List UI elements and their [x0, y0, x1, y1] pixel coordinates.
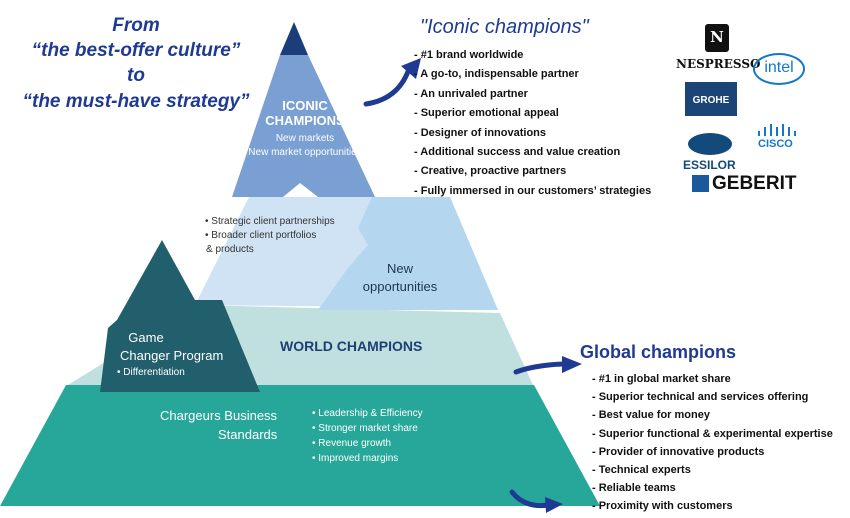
- geberit-logo: GEBERIT: [712, 173, 797, 194]
- iconic-champions-title: "Iconic champions": [420, 16, 589, 38]
- game-changer-layer: [100, 240, 260, 392]
- list-item: - Superior functional & experimental exp…: [592, 427, 833, 440]
- headline-must-have: “the must-have strategy”: [22, 91, 250, 112]
- grohe-logo-text: GROHE: [692, 95, 730, 106]
- new-opportunities-line-2: opportunities: [362, 279, 438, 294]
- nespresso-mark-letter: N: [710, 28, 724, 46]
- base-item-4: • Improved margins: [312, 453, 399, 464]
- list-item: - A go-to, indispensable partner: [414, 68, 579, 81]
- iconic-title-2: CHAMPIONS: [265, 113, 345, 128]
- list-item: - Superior emotional appeal: [414, 107, 559, 120]
- global-champions-title: Global champions: [580, 342, 737, 362]
- iconic-champions-layer: [232, 55, 375, 197]
- cisco-bars-icon: [754, 124, 804, 136]
- essilor-logo: ESSILOR: [683, 158, 736, 172]
- partnership-item-3: & products: [206, 244, 254, 255]
- geberit-mark: [692, 175, 709, 192]
- global-champions-list: - #1 in global market share - Superior te…: [592, 370, 833, 516]
- list-item: - Fully immersed in our customers’ strat…: [414, 184, 652, 197]
- arrow-to-global-head: [562, 356, 582, 373]
- list-item: - #1 brand worldwide: [414, 49, 524, 61]
- list-item: - Superior technical and services offeri…: [592, 391, 809, 404]
- pyramid-apex: [280, 22, 308, 55]
- nespresso-logo: NESPRESSO: [676, 57, 761, 71]
- list-item: - Creative, proactive partners: [414, 165, 567, 178]
- game-changer-line-3: • Differentiation: [117, 367, 185, 378]
- new-opportunities-line-1: New: [386, 261, 414, 276]
- list-item: - #1 in global market share: [592, 373, 731, 385]
- base-title-2: Standards: [218, 427, 278, 442]
- headline-to: to: [127, 65, 145, 86]
- list-item: - Reliable teams: [592, 482, 676, 495]
- base-item-1: • Leadership & Efficiency: [312, 408, 423, 419]
- grohe-logo: GROHE: [685, 82, 737, 116]
- headline-best-offer: “the best-offer culture”: [31, 40, 241, 61]
- arrow-to-iconic-head: [401, 58, 421, 79]
- list-item: - Best value for money: [592, 409, 710, 422]
- arrow-bottom-head: [545, 497, 563, 513]
- cisco-logo: CISCO: [758, 138, 793, 150]
- list-item: - An unrivaled partner: [414, 87, 528, 100]
- partnership-item-2: • Broader client portfolios: [205, 230, 317, 241]
- list-item: - Designer of innovations: [414, 126, 547, 139]
- base-item-2: • Stronger market share: [312, 423, 418, 434]
- essilor-mark: [688, 133, 732, 155]
- base-title-1: Chargeurs Business: [160, 408, 278, 423]
- intel-logo-text: intel: [764, 59, 794, 76]
- iconic-sub-1: New markets: [275, 133, 335, 144]
- base-layer: [0, 385, 600, 506]
- iconic-title-1: ICONIC: [282, 98, 328, 113]
- base-item-3: • Revenue growth: [312, 438, 392, 449]
- game-changer-line-2: Changer Program: [120, 348, 224, 363]
- arrow-bottom: [509, 489, 551, 509]
- list-item: - Technical experts: [592, 464, 691, 477]
- list-item: - Provider of innovative products: [592, 445, 765, 458]
- world-champions-title: WORLD CHAMPIONS: [280, 338, 423, 354]
- intel-logo: intel: [753, 53, 805, 85]
- headline-from: From: [112, 15, 160, 36]
- nespresso-mark: N: [705, 24, 729, 52]
- list-item: - Proximity with customers: [592, 500, 733, 513]
- iconic-sub-2: New market opportunities: [248, 147, 362, 158]
- partnership-item-1: • Strategic client partnerships: [205, 216, 335, 227]
- arrow-to-iconic: [363, 63, 413, 107]
- new-opportunities-layer: [318, 197, 498, 310]
- game-changer-line-1: Game: [128, 330, 164, 345]
- list-item: - Additional success and value creation: [414, 146, 621, 159]
- iconic-champions-list: - #1 brand worldwide - A go-to, indispens…: [414, 46, 651, 201]
